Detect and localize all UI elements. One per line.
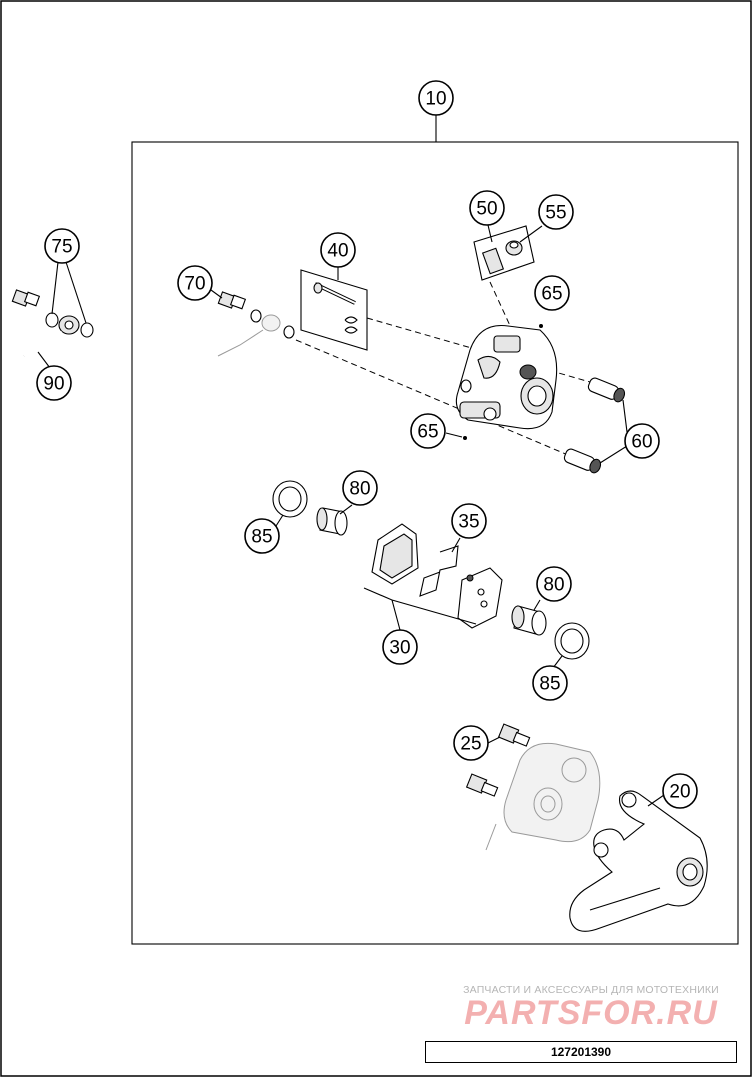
piston-80-right — [511, 605, 547, 636]
callout-label: 50 — [476, 199, 497, 220]
callout-circle — [469, 190, 505, 226]
ghost-caliper — [485, 742, 601, 851]
ghost-brake-hose — [217, 314, 281, 357]
reference-box: 127201390 — [425, 1041, 737, 1063]
callout-65b: 65 — [410, 413, 446, 449]
callout-label: 55 — [545, 203, 566, 224]
callout-70: 70 — [177, 265, 213, 301]
reference-number: 127201390 — [550, 1045, 612, 1059]
callout-label: 75 — [51, 237, 72, 258]
brake-pads-30 — [371, 523, 503, 629]
watermark-logo: PARTSFOR.RU — [464, 994, 718, 1032]
callout-label: 35 — [458, 512, 479, 533]
callout-75: 75 — [44, 228, 80, 264]
seal-85-right — [554, 622, 590, 660]
callout-30: 30 — [382, 629, 418, 665]
callout-circle — [342, 470, 378, 506]
callout-circle — [418, 80, 454, 116]
callout-80b: 80 — [536, 566, 572, 602]
callout-label: 20 — [669, 782, 690, 803]
callout-label: 65 — [417, 422, 438, 443]
callout-25: 25 — [453, 725, 489, 761]
callout-35: 35 — [451, 503, 487, 539]
callout-label: 25 — [460, 734, 481, 755]
callout-circle — [662, 773, 698, 809]
callout-circle — [244, 518, 280, 554]
callout-85a: 85 — [244, 518, 280, 554]
callout-circle — [532, 665, 568, 701]
assembly-box — [131, 141, 739, 945]
callout-90: 90 — [36, 365, 72, 401]
pad-pin-kit-40 — [300, 269, 368, 351]
callout-label: 85 — [539, 674, 560, 695]
callout-50: 50 — [469, 190, 505, 226]
callout-label: 30 — [389, 638, 410, 659]
brake-line-parts — [11, 289, 94, 358]
piston-80-left — [316, 507, 348, 536]
callout-label: 65 — [541, 284, 562, 305]
callout-circle — [538, 194, 574, 230]
callout-80a: 80 — [342, 470, 378, 506]
callout-label: 70 — [184, 274, 205, 295]
callout-label: 40 — [327, 241, 348, 262]
callout-circle — [44, 228, 80, 264]
callout-55: 55 — [538, 194, 574, 230]
callout-label: 80 — [349, 479, 370, 500]
callout-circle — [320, 232, 356, 268]
caliper-bracket-20 — [569, 790, 708, 932]
callout-60: 60 — [624, 423, 660, 459]
callout-label: 85 — [251, 527, 272, 548]
callout-label: 10 — [425, 89, 446, 110]
callout-circle — [453, 725, 489, 761]
mounting-bolts-25 — [465, 723, 531, 797]
callout-circle — [382, 629, 418, 665]
callout-85b: 85 — [532, 665, 568, 701]
watermark-tagline: ЗАПЧАСТИ И АКСЕССУАРЫ ДЛЯ МОТОТЕХНИКИ — [463, 984, 719, 996]
callout-circle — [177, 265, 213, 301]
callout-label: 90 — [43, 374, 64, 395]
callout-label: 80 — [543, 575, 564, 596]
banjo-bolt-70 — [217, 291, 295, 339]
callout-circle — [451, 503, 487, 539]
callout-circle — [534, 275, 570, 311]
slide-pins-60 — [563, 377, 626, 474]
seal-85-left — [272, 480, 308, 518]
caliper-body — [455, 324, 558, 430]
pad-spring-35 — [419, 545, 459, 597]
callout-circle — [36, 365, 72, 401]
bleeder-kit-50 — [473, 225, 535, 281]
callout-65a: 65 — [534, 275, 570, 311]
callout-20: 20 — [662, 773, 698, 809]
callout-10: 10 — [418, 80, 454, 116]
callout-circle — [536, 566, 572, 602]
callout-40: 40 — [320, 232, 356, 268]
callout-circle — [624, 423, 660, 459]
callouts: 10 50 55 40 75 70 65 90 65 60 80 85 35 80 30 85 25 20 — [36, 80, 698, 809]
callout-label: 60 — [631, 432, 652, 453]
callout-circle — [410, 413, 446, 449]
